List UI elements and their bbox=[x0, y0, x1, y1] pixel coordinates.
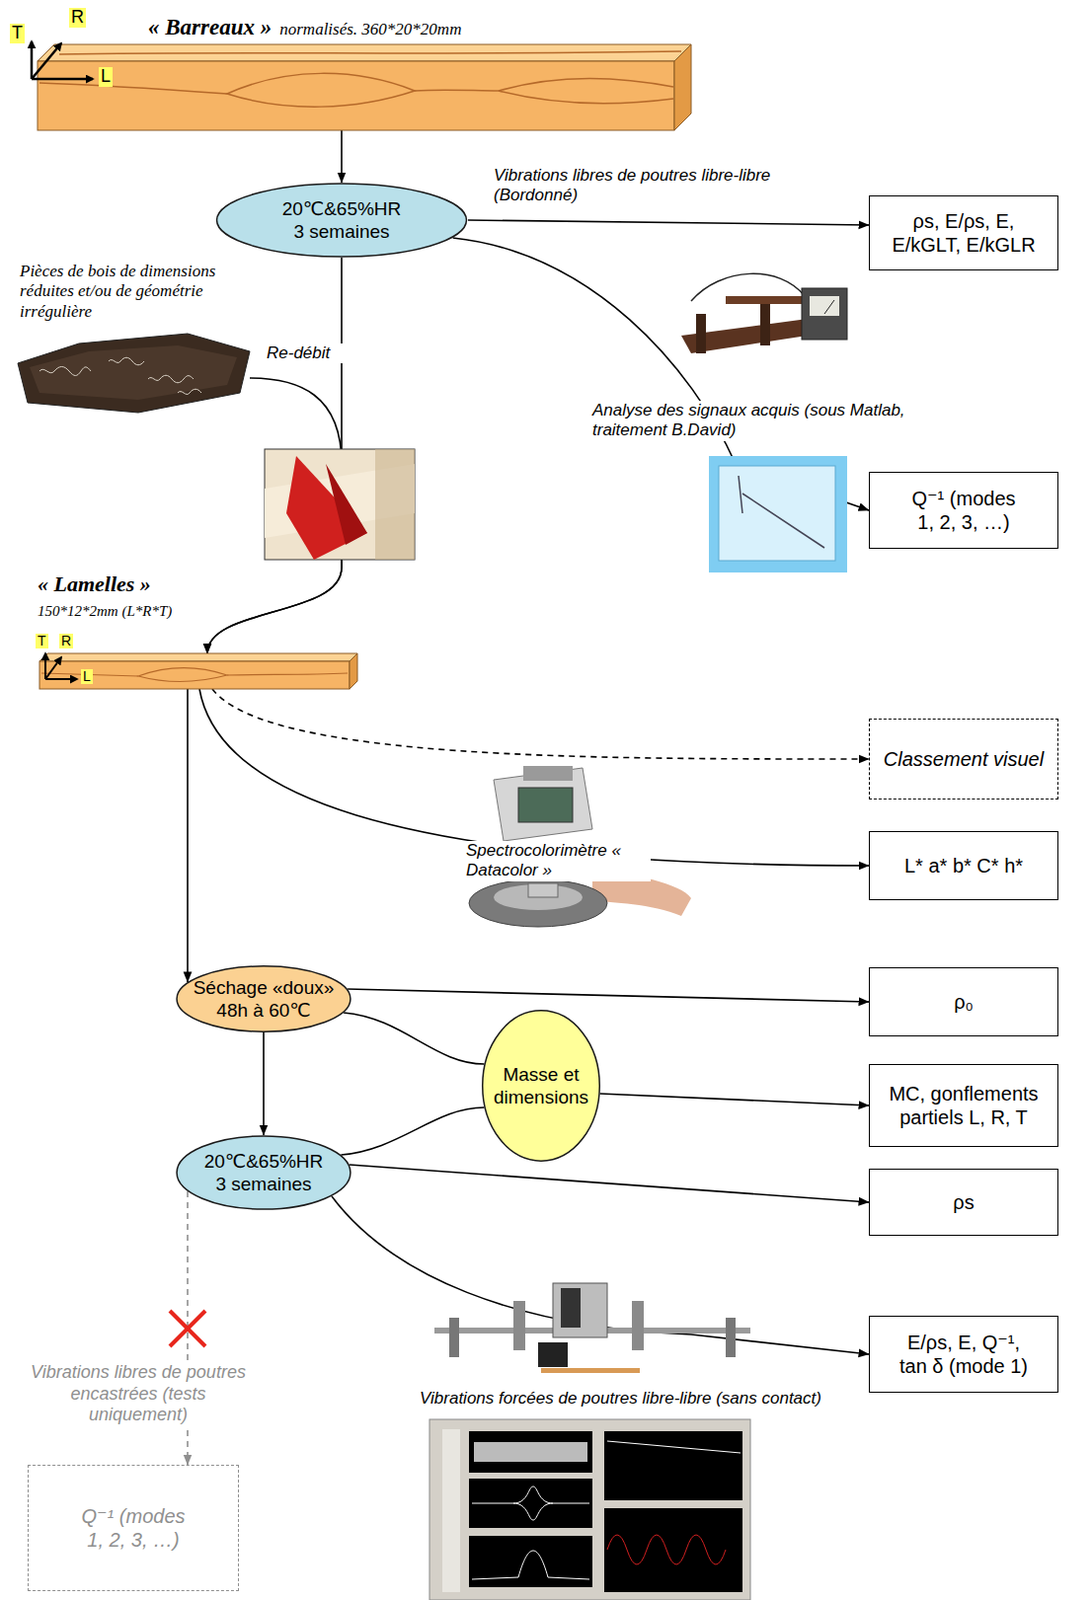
node-text: Q⁻¹ (modes 1, 2, 3, …) bbox=[34, 1504, 233, 1554]
axis-arrows bbox=[31, 41, 93, 79]
optional-box: Classement visuel bbox=[868, 718, 1059, 800]
wood-bar bbox=[37, 44, 692, 131]
ellipse-shape bbox=[176, 966, 351, 1032]
flow-arrow bbox=[347, 989, 869, 1003]
flow-arrow bbox=[468, 220, 869, 226]
bordonne-apparatus-photo bbox=[681, 273, 848, 354]
node-text: ρs, E/ρs, E, E/kGLT, E/kGLR bbox=[875, 209, 1052, 258]
result-box: L* a* b* C* h* bbox=[868, 831, 1059, 901]
drying-ellipse: Séchage «doux» 48h à 60℃ bbox=[175, 965, 352, 1033]
axis-label: T bbox=[35, 633, 49, 649]
flow-arrow bbox=[262, 1032, 265, 1136]
abandoned-box: Q⁻¹ (modes 1, 2, 3, …) bbox=[27, 1465, 239, 1592]
acquisition-screen bbox=[429, 1419, 751, 1600]
axis-label: L bbox=[80, 669, 93, 685]
flow-arrow bbox=[199, 689, 869, 866]
axis-label: L bbox=[98, 67, 113, 87]
red-cross bbox=[169, 1311, 206, 1347]
photo-caption: Spectrocolorimètre « Datacolor » bbox=[464, 841, 651, 882]
strip-bar bbox=[39, 653, 358, 690]
flow-arrow bbox=[186, 689, 189, 983]
flow-arrow bbox=[340, 130, 343, 183]
edge-label: Re-débit bbox=[264, 343, 348, 364]
forced-vibration-apparatus bbox=[434, 1283, 751, 1374]
caption-group: « Lamelles » 150*12*2mm (L*R*T) bbox=[37, 571, 172, 621]
node-text: Masse et dimensions bbox=[491, 1063, 591, 1109]
photo-caption: Analyse des signaux acquis (sous Matlab,… bbox=[590, 400, 911, 442]
axis-arrows bbox=[45, 653, 78, 680]
node-text: ρs bbox=[952, 1190, 974, 1215]
ellipse-outline bbox=[175, 1135, 352, 1211]
node-text: Séchage «doux» 48h à 60℃ bbox=[188, 976, 339, 1022]
conditioning-ellipse: 20℃&65%HR 3 semaines bbox=[215, 182, 468, 258]
node-text: L* a* b* C* h* bbox=[904, 854, 1023, 878]
node-text: Pièces de bois de dimensions réduites et… bbox=[19, 261, 247, 322]
saw-photo bbox=[264, 449, 415, 560]
flow-arrow bbox=[349, 1165, 869, 1203]
result-box: ρs, E/ρs, E, E/kGLT, E/kGLR bbox=[868, 195, 1059, 271]
node-text: Q⁻¹ (modes 1, 2, 3, …) bbox=[875, 486, 1052, 536]
link-line bbox=[343, 1013, 484, 1065]
conditioning-ellipse: 20℃&65%HR 3 semaines bbox=[175, 1135, 352, 1211]
node-text: MC, gonflements partiels L, R, T bbox=[875, 1082, 1052, 1131]
ellipse-shape bbox=[482, 1011, 601, 1162]
caption-group: Pièces de bois de dimensions réduites et… bbox=[19, 261, 247, 322]
wood-piece-photo bbox=[17, 333, 250, 413]
edge-label: Vibrations libres de poutres encastrées … bbox=[27, 1362, 249, 1427]
result-box: E/ρs, E, Q⁻¹, tan δ (mode 1) bbox=[868, 1316, 1059, 1394]
node-text: Classement visuel bbox=[883, 747, 1044, 772]
ellipse-outline bbox=[481, 1009, 601, 1164]
result-box: Q⁻¹ (modes 1, 2, 3, …) bbox=[868, 471, 1059, 549]
axis-label: R bbox=[59, 633, 74, 649]
wood-piece: Pièces de bois de dimensions réduites et… bbox=[17, 333, 250, 413]
node-text: 150*12*2mm (L*R*T) bbox=[37, 603, 172, 621]
result-box: ρ₀ bbox=[868, 967, 1059, 1037]
caption-group: « Barreaux » normalisés. 360*20*20mm bbox=[148, 14, 462, 41]
measure-ellipse: Masse et dimensions bbox=[481, 1009, 601, 1164]
flow-arrow bbox=[600, 1093, 869, 1106]
node-text: normalisés. 360*20*20mm bbox=[279, 19, 462, 40]
node-text: 20℃&65%HR 3 semaines bbox=[189, 1150, 338, 1196]
node-text: E/ρs, E, Q⁻¹, tan δ (mode 1) bbox=[875, 1330, 1052, 1380]
matlab-screen bbox=[708, 456, 848, 573]
ellipse-outline bbox=[215, 182, 468, 258]
photo-caption: Vibrations forcées de poutres libre-libr… bbox=[419, 1389, 894, 1409]
sample-bar: « Barreaux »normalisés. 360*20*20mm bbox=[37, 44, 692, 131]
ellipse-shape bbox=[176, 1136, 351, 1210]
result-box: MC, gonflements partiels L, R, T bbox=[868, 1064, 1059, 1148]
link-line bbox=[340, 1107, 484, 1156]
ellipse-shape bbox=[217, 183, 468, 257]
ellipse-outline bbox=[175, 965, 352, 1033]
node-text: « Barreaux » bbox=[148, 14, 272, 41]
axis-label: R bbox=[69, 7, 86, 28]
result-box: ρs bbox=[868, 1169, 1059, 1237]
node-text: « Lamelles » bbox=[37, 571, 172, 598]
flow-arrow bbox=[212, 689, 869, 760]
flow-arrow bbox=[331, 1196, 869, 1355]
edge-label: Vibrations libres de poutres libre-libre… bbox=[493, 165, 850, 207]
node-text: ρ₀ bbox=[953, 990, 974, 1014]
node-text: 20℃&65%HR 3 semaines bbox=[237, 197, 446, 243]
axis-label: T bbox=[9, 23, 25, 44]
